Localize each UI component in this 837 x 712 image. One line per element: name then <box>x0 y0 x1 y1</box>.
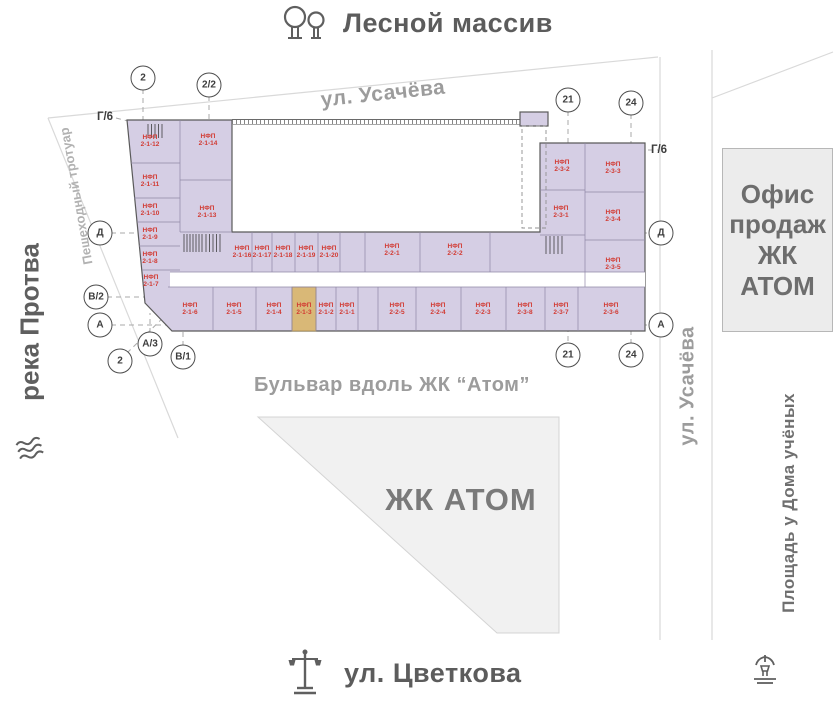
atom-complex-area <box>256 416 560 634</box>
selected-unit-cell[interactable] <box>291 286 317 332</box>
unit-divider-lines <box>131 120 645 331</box>
road-lines <box>47 50 834 640</box>
stair-symbols <box>147 124 563 254</box>
building-corridor <box>170 272 645 287</box>
building-footprint <box>126 119 646 332</box>
courtyard-wall <box>232 111 549 127</box>
